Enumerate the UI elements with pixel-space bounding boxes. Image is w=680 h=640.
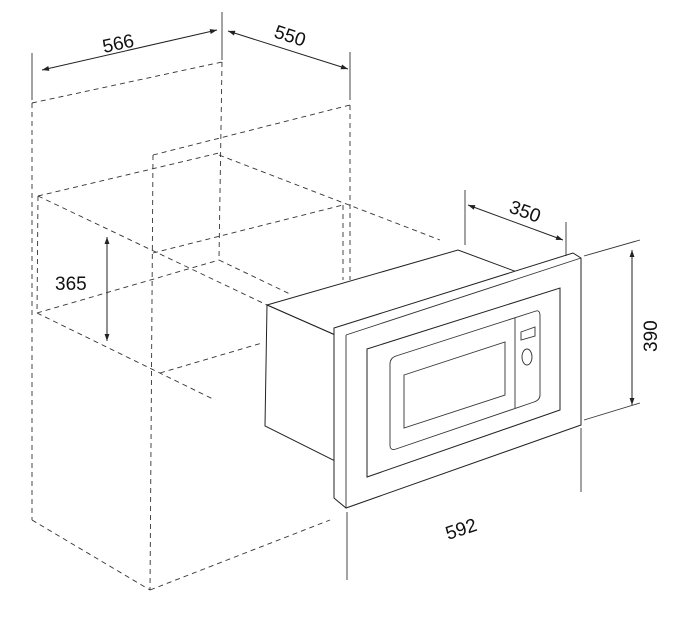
dim-592: 592 [443,515,480,545]
microwave [264,249,582,509]
dim-390: 390 [641,320,662,352]
dim-566: 566 [101,31,136,58]
cabinet-outline [31,61,441,591]
door-window [403,341,506,429]
dim-550: 550 [271,22,308,52]
dim-350: 350 [506,197,543,228]
display-icon [520,326,536,341]
door-panel [389,310,541,450]
knob-icon [521,348,533,366]
dimension-lines [31,12,641,580]
dim-365: 365 [55,274,87,295]
microwave-front [366,287,561,478]
